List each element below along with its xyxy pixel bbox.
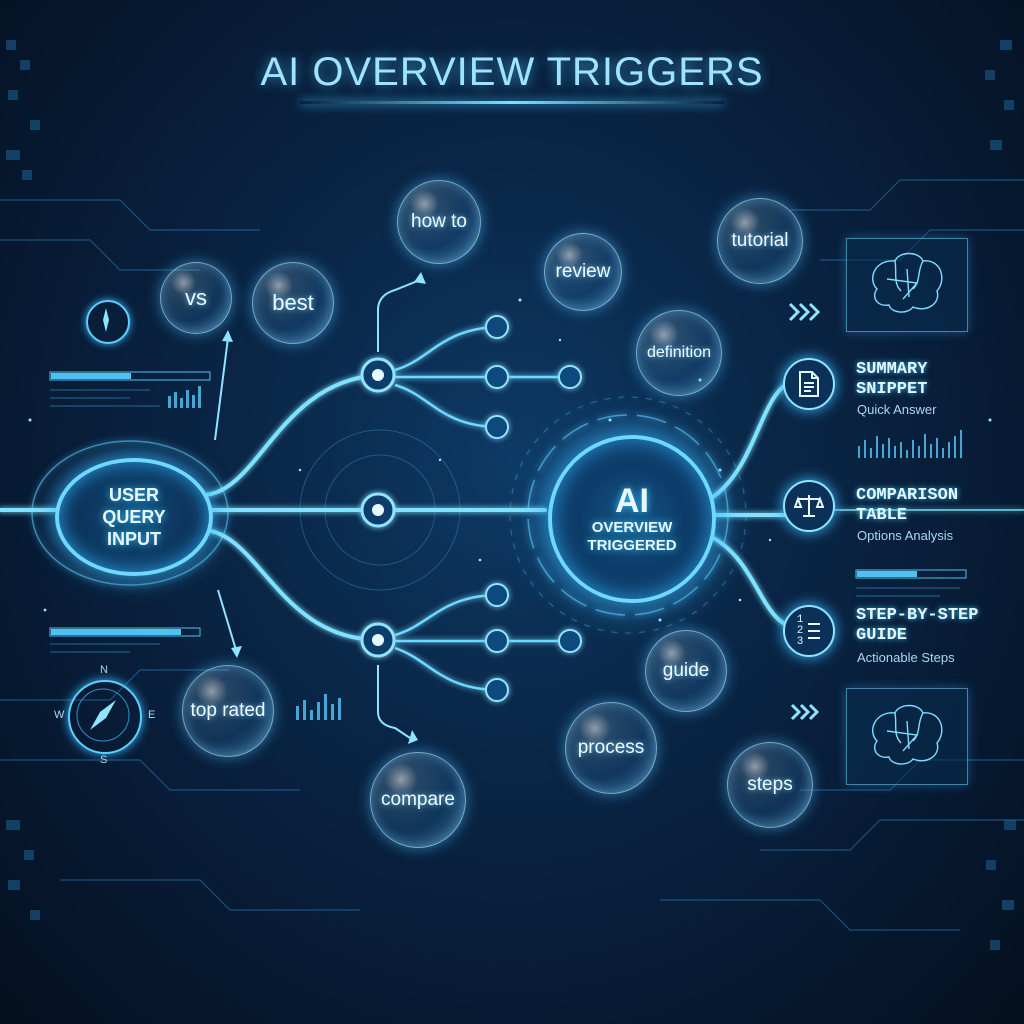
ai-hub-title: AI [615, 482, 649, 520]
bubble-process: process [565, 702, 657, 794]
ai-hub-line-2: TRIGGERED [587, 537, 677, 554]
hub-label-line: INPUT [107, 529, 161, 549]
brain-icon [872, 252, 943, 313]
title-underline [300, 101, 724, 104]
output-subtitle-summary-snippet: Quick Answer [857, 402, 937, 417]
compass-small-icon [86, 300, 130, 344]
output-subtitle-step-by-step-guide: Actionable Steps [857, 650, 955, 665]
brain-panel-bottom [846, 688, 968, 785]
document-icon [783, 358, 835, 410]
numbered-list-icon: 1 2 3 [783, 605, 835, 657]
bubble-tutorial: tutorial [717, 198, 803, 284]
output-title-comparison-table: COMPARISON TABLE [856, 486, 959, 525]
brain-icon [872, 704, 943, 765]
bubble-definition: definition [636, 310, 722, 396]
bubble-steps: steps [727, 742, 813, 828]
bubble-compare: compare [370, 752, 466, 848]
ai-hub-line-1: OVERVIEW [591, 519, 673, 536]
list-number: 3 [796, 635, 804, 648]
list-number: 1 [796, 613, 804, 626]
bubble-guide: guide [645, 630, 727, 712]
output-title-step-by-step-guide: STEP-BY-STEP GUIDE [856, 606, 979, 645]
bubble-top-rated: top rated [182, 665, 274, 757]
bubble-review: review [544, 233, 622, 311]
bubble-best: best [252, 262, 334, 344]
output-subtitle-comparison-table: Options Analysis [857, 528, 954, 543]
compass-icon: N W E S [54, 664, 155, 766]
hub-label-line: USER [108, 485, 159, 505]
compass-label-s: S [100, 754, 108, 766]
output-title-summary-snippet: SUMMARY SNIPPET [856, 360, 928, 399]
hub-label-line: QUERY [102, 507, 166, 527]
brain-panel-top [846, 238, 968, 332]
compass-label-w: W [54, 709, 65, 721]
bubble-how-to: how to [397, 180, 481, 264]
user-query-input-hub: USER QUERY INPUT [55, 458, 213, 576]
scales-icon [783, 480, 835, 532]
list-number: 2 [796, 624, 804, 637]
ai-overview-triggered-hub: AI OVERVIEW TRIGGERED [548, 435, 716, 603]
compass-label-n: N [100, 664, 108, 676]
compass-label-e: E [148, 709, 156, 721]
page-title: AI OVERVIEW TRIGGERS [260, 50, 764, 94]
bubble-vs: vs [160, 262, 232, 334]
